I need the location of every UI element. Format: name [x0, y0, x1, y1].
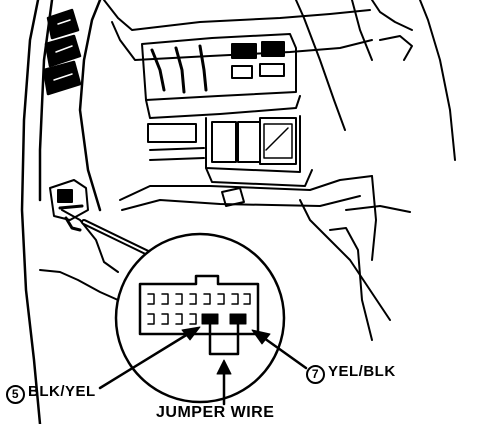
pin-5-arrow-icon — [181, 326, 201, 341]
pin-7-number-badge: 7 — [306, 365, 325, 384]
jumper-wire-loop — [208, 322, 240, 356]
magnified-connector-view — [114, 232, 286, 404]
pin-7-leader — [262, 336, 308, 370]
pin-7-wire-color: YEL/BLK — [328, 363, 396, 380]
connector-housing — [138, 274, 260, 336]
under-dash-connector — [49, 179, 89, 232]
jumper-wire-label: JUMPER WIRE — [156, 404, 275, 421]
center-vent-cluster — [141, 33, 301, 119]
jumper-arrow-icon — [216, 359, 232, 375]
zoom-pointer — [81, 219, 153, 257]
dashboard-top — [103, 0, 456, 161]
switch-panel — [147, 115, 313, 187]
pin-5-wire-color: BLK/YEL — [28, 383, 96, 400]
a-pillar-vents — [20, 0, 102, 424]
connector-pins-bottom — [147, 313, 197, 325]
pin-7-arrow-icon — [251, 329, 271, 345]
leader-lines — [98, 326, 308, 406]
pin-5-leader — [98, 332, 190, 390]
pin-5-terminal — [201, 313, 219, 325]
pin-7-terminal — [229, 313, 247, 325]
connector-pins-top — [147, 293, 251, 305]
pin-5-number-badge: 5 — [6, 385, 25, 404]
